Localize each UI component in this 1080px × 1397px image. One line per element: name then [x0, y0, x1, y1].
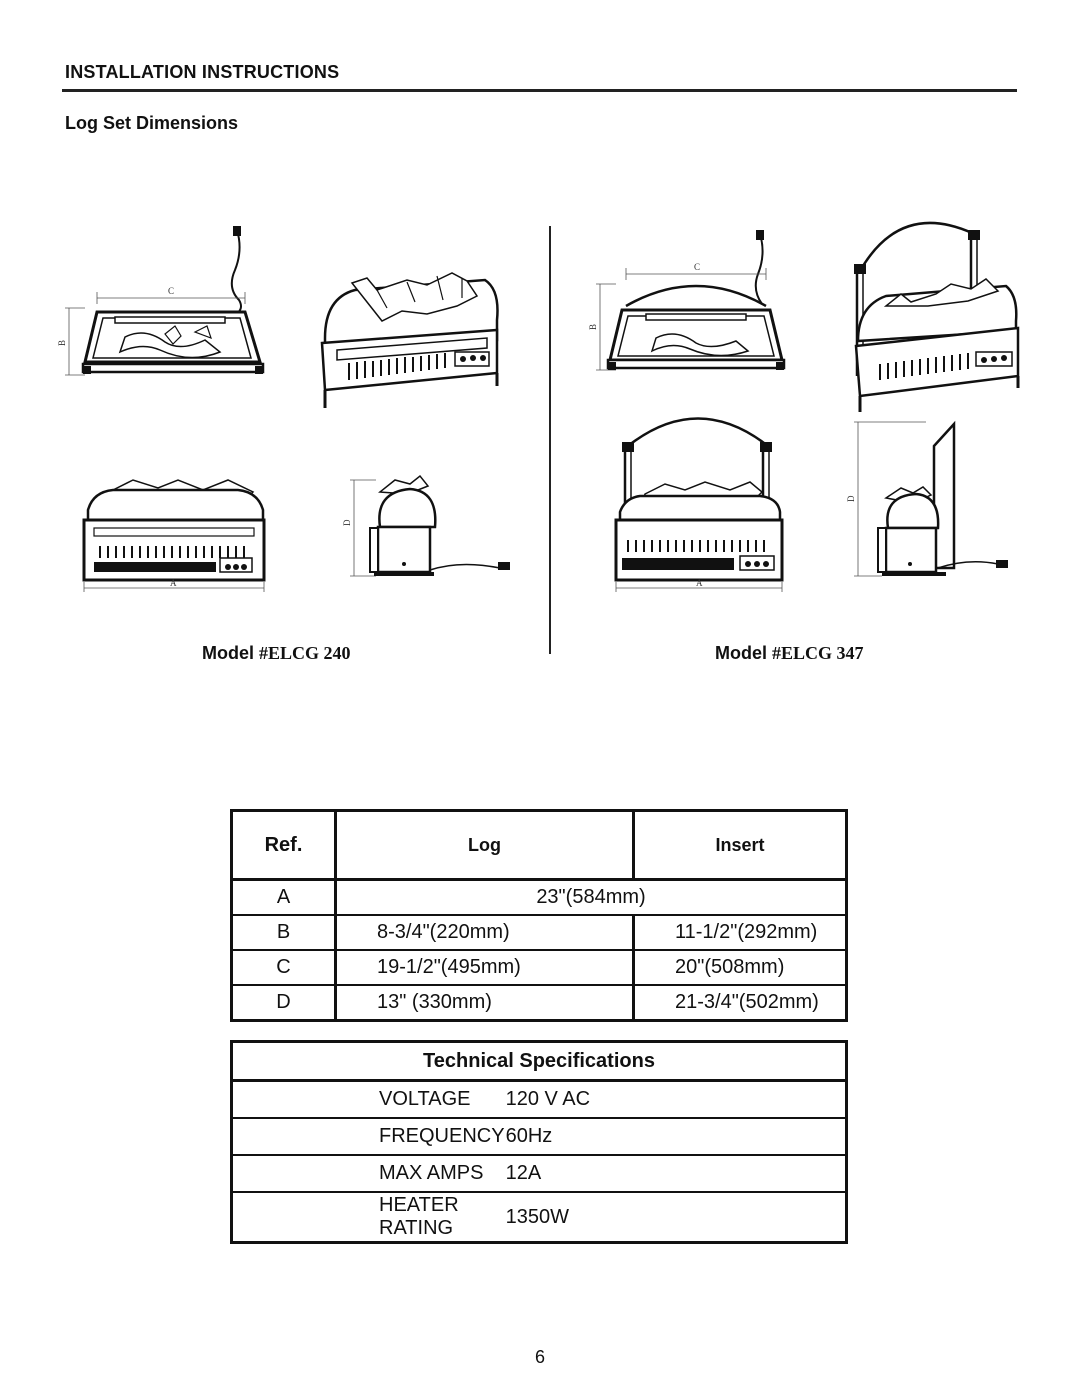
spec-row: VOLTAGE 120 V AC [231, 1080, 847, 1119]
dim-b-label: B [57, 340, 67, 346]
page-number: 6 [534, 1347, 545, 1367]
title-rule [62, 89, 1017, 92]
dim-d-label: D [846, 495, 856, 502]
table-row: A 23"(584mm) [231, 879, 847, 916]
row-log-value: 19-1/2"(495mm) [335, 950, 635, 986]
row-span-value: 23"(584mm) [335, 879, 847, 916]
row-ref: A [231, 879, 337, 916]
row-log-value: 13" (330mm) [335, 985, 635, 1021]
dim-a-label: A [170, 578, 177, 588]
spec-value: 60Hz [505, 1118, 847, 1156]
insert-side-view-347: D [846, 420, 1008, 577]
row-ref: D [231, 985, 337, 1021]
technical-specifications-table: Technical Specifications VOLTAGE 120 V A… [230, 1040, 848, 1244]
dimensions-table: Ref. Log Insert A 23"(584mm) B 8-3/4"(22… [230, 809, 848, 1022]
spec-label: HEATER RATING [379, 1194, 459, 1239]
spec-value: 120 V AC [505, 1080, 847, 1119]
spec-label: VOLTAGE [231, 1080, 506, 1119]
spec-value: 1350W [505, 1205, 569, 1228]
dim-c-label: C [168, 286, 174, 296]
spec-title: Technical Specifications [231, 1041, 847, 1082]
table-header-row: Ref. Log Insert [231, 810, 847, 881]
spec-title-row: Technical Specifications [231, 1041, 847, 1082]
row-insert-value: 20"(508mm) [633, 950, 847, 986]
insert-perspective-347 [854, 221, 1020, 412]
header-insert: Insert [633, 810, 847, 881]
dim-c-label: C [694, 262, 700, 272]
dim-b-label: B [588, 324, 598, 330]
insert-front-view-347: A [614, 417, 784, 592]
row-insert-value: 11-1/2"(292mm) [633, 915, 847, 951]
spec-row: FREQUENCY 60Hz [231, 1118, 847, 1156]
spec-label: MAX AMPS [231, 1155, 506, 1193]
page-title: INSTALLATION INSTRUCTIONS [65, 62, 340, 82]
spec-label: FREQUENCY [231, 1118, 506, 1156]
table-row: C 19-1/2"(495mm) 20"(508mm) [231, 950, 847, 986]
model-label-240: Model #ELCG 240 [202, 643, 351, 663]
figure-divider [549, 226, 551, 654]
log-set-side-view-240: D [342, 474, 510, 577]
table-row: B 8-3/4"(220mm) 11-1/2"(292mm) [231, 915, 847, 951]
row-insert-value: 21-3/4"(502mm) [675, 991, 819, 1013]
log-set-top-view-240: C B [57, 226, 265, 376]
header-ref: Ref. [231, 810, 337, 881]
dim-d-label: D [342, 519, 352, 526]
header-log: Log [335, 810, 635, 881]
row-ref: C [231, 950, 337, 986]
spec-row: MAX AMPS 12A [231, 1155, 847, 1193]
section-title: Log Set Dimensions [65, 113, 239, 133]
insert-top-view-347: C B [588, 230, 786, 371]
model-label-347: Model #ELCG 347 [715, 643, 864, 663]
dim-a-label: A [696, 578, 703, 588]
log-set-front-view-240: A [82, 479, 266, 592]
spec-value: 12A [505, 1155, 847, 1193]
table-row: D 13" (330mm) 21-3/4"(502mm) [231, 985, 847, 1021]
spec-row: HEATER RATING 1350W [232, 1192, 847, 1243]
row-ref: B [231, 915, 337, 951]
row-log-value: 8-3/4"(220mm) [335, 915, 635, 951]
log-set-perspective-240 [320, 272, 499, 408]
